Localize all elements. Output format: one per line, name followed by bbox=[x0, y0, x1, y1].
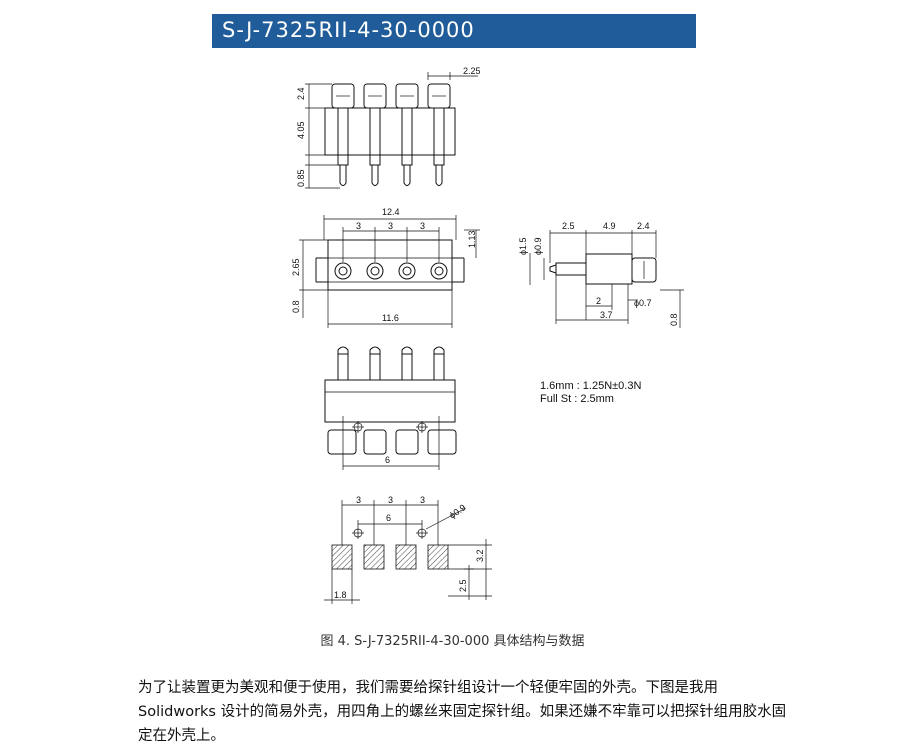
front-view bbox=[305, 72, 478, 189]
dim-phi-1-5: ϕ1.5 bbox=[518, 237, 528, 255]
dim-phi-0-9: ϕ0.9 bbox=[533, 237, 543, 255]
dim-4-9: 4.9 bbox=[603, 221, 616, 231]
page-title: S-J-7325RII-4-30-0000 bbox=[222, 18, 475, 42]
dim-2: 2 bbox=[596, 296, 601, 306]
dim-2-65: 2.65 bbox=[291, 258, 301, 276]
dim-4-05: 4.05 bbox=[296, 121, 306, 139]
dim-2-5: 2.5 bbox=[562, 221, 575, 231]
top-view bbox=[299, 215, 480, 328]
spec-force: 1.6mm : 1.25N±0.3N bbox=[540, 380, 641, 392]
dim-phi-0-9-pcb: ϕ0.9 bbox=[447, 502, 467, 520]
dim-0-8: 0.8 bbox=[291, 300, 301, 313]
dim-3-e: 3 bbox=[388, 495, 393, 505]
dim-2-25: 2.25 bbox=[463, 66, 481, 76]
dim-3-a: 3 bbox=[356, 221, 361, 231]
figure-caption: 图 4. S-J-7325RII-4-30-000 具体结构与数据 bbox=[320, 634, 585, 649]
dim-2-4: 2.4 bbox=[296, 87, 306, 100]
dim-2-4-side: 2.4 bbox=[637, 221, 650, 231]
rear-view bbox=[324, 346, 457, 470]
dim-3-c: 3 bbox=[420, 221, 425, 231]
side-view bbox=[529, 230, 684, 328]
title-banner: S-J-7325RII-4-30-0000 bbox=[212, 14, 696, 48]
dim-phi-0-7: ϕ0.7 bbox=[634, 298, 652, 308]
dim-12-4: 12.4 bbox=[382, 207, 400, 217]
dim-1-13: 1.13 bbox=[467, 230, 477, 248]
dim-3-d: 3 bbox=[356, 495, 361, 505]
dim-1-8: 1.8 bbox=[334, 590, 347, 600]
dim-6-pcb: 6 bbox=[386, 513, 391, 523]
body-paragraph: 为了让装置更为美观和便于使用，我们需要给探针组设计一个轻便牢固的外壳。下图是我用… bbox=[138, 680, 787, 744]
dim-2-5-pcb: 2.5 bbox=[458, 579, 468, 592]
spec-stroke: Full St : 2.5mm bbox=[540, 393, 614, 405]
dim-11-6: 11.6 bbox=[382, 313, 399, 323]
dim-3-f: 3 bbox=[420, 495, 425, 505]
dim-3-2: 3.2 bbox=[475, 549, 485, 562]
dim-0-8-side: 0.8 bbox=[669, 313, 679, 326]
pcb-layout bbox=[324, 500, 492, 604]
dim-0-85: 0.85 bbox=[296, 169, 306, 187]
dim-3-7: 3.7 bbox=[600, 310, 613, 320]
dim-3-b: 3 bbox=[388, 221, 393, 231]
dim-6: 6 bbox=[385, 455, 390, 465]
